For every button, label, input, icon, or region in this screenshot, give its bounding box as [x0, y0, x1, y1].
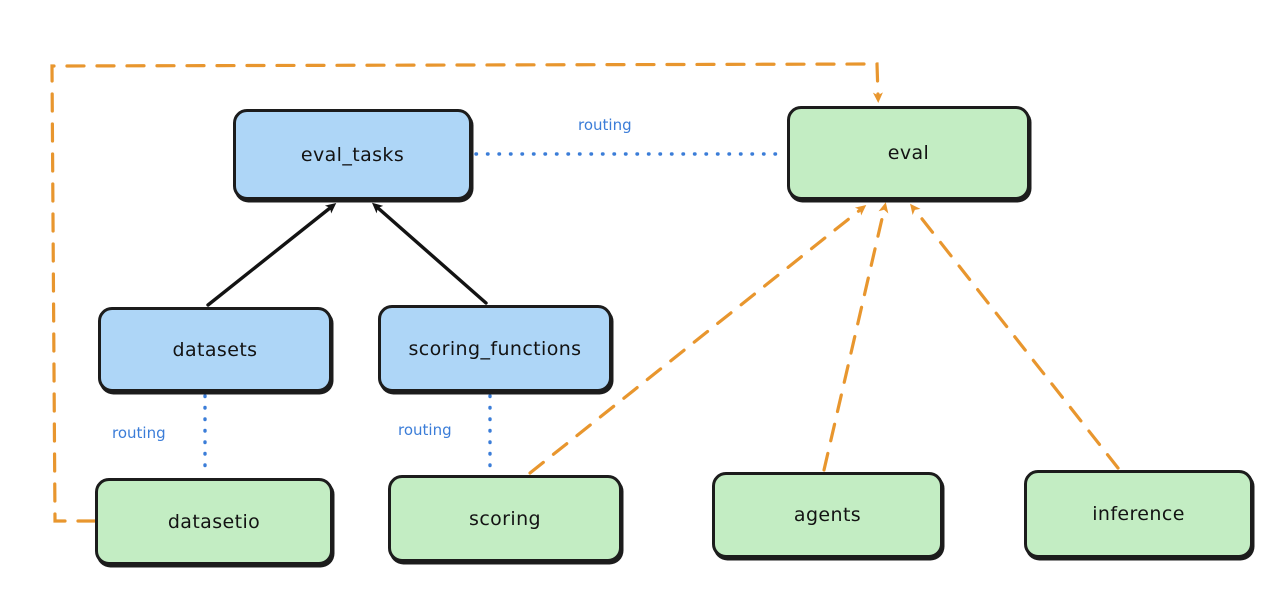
node-agents[interactable]: agents [712, 472, 943, 558]
node-label-datasets: datasets [172, 338, 258, 361]
edge-datasets-to-eval-tasks [206, 203, 337, 307]
node-label-inference: inference [1092, 503, 1185, 525]
edge-scoring-to-eval [528, 205, 867, 475]
node-inference[interactable]: inference [1024, 470, 1253, 558]
edge-inference-to-eval [910, 203, 1120, 470]
node-eval[interactable]: eval [787, 106, 1030, 200]
node-label-eval_tasks: eval_tasks [300, 143, 405, 166]
node-label-eval: eval [887, 142, 930, 164]
edge-label-routing-eval-tasks-eval: routing [578, 116, 632, 134]
node-label-agents: agents [793, 504, 862, 526]
node-datasets[interactable]: datasets [98, 307, 332, 392]
node-scoring_functions[interactable]: scoring_functions [378, 305, 612, 392]
edge-label-routing-scoring-fn-scoring: routing [398, 421, 452, 439]
node-eval_tasks[interactable]: eval_tasks [233, 109, 472, 200]
node-label-datasetio: datasetio [167, 510, 261, 533]
edge-agents-to-eval [822, 202, 889, 472]
edge-scoring-functions-to-eval-tasks [371, 202, 488, 305]
node-label-scoring: scoring [469, 507, 541, 530]
edge-datasetio-to-eval [50, 62, 883, 523]
node-scoring[interactable]: scoring [388, 475, 622, 562]
node-datasetio[interactable]: datasetio [95, 478, 333, 565]
edge-label-routing-datasets-datasetio: routing [112, 424, 166, 442]
node-label-scoring_functions: scoring_functions [408, 337, 582, 360]
